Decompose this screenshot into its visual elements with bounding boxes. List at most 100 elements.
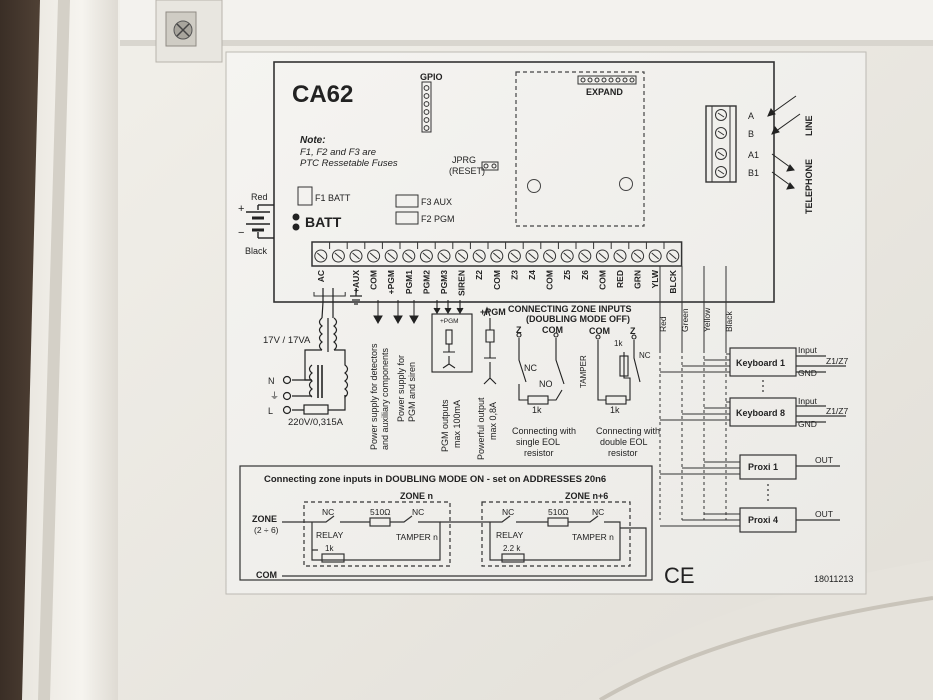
terminal-screw-slot	[580, 252, 589, 260]
doubling-r510-2: 510Ω	[548, 507, 569, 517]
pgm-box-label: +PGM	[440, 318, 459, 325]
terminal-screw-slot	[545, 252, 554, 260]
terminal-screw-slot	[598, 252, 607, 260]
zone-inputs-title-2: (DOUBLING MODE OFF)	[526, 314, 630, 324]
pgm-supply-2: PGM and siren	[407, 362, 417, 422]
terminal-screw	[402, 249, 416, 263]
mains-l: L	[268, 406, 273, 416]
terminal-screw-slot	[616, 252, 624, 260]
doubling-zone-label: ZONE	[252, 514, 277, 524]
terminal-screw	[578, 249, 592, 263]
jumper-label-1: JPRG	[452, 155, 476, 165]
single-z: Z	[516, 325, 522, 335]
terminal-screw-slot	[352, 252, 360, 260]
doubling-com: COM	[256, 570, 277, 580]
terminal-screw-slot	[457, 252, 466, 260]
line-label: LINE	[804, 115, 814, 136]
terminal-screw-slot	[633, 252, 642, 260]
terminal-screw	[384, 249, 398, 263]
main-board	[273, 61, 775, 303]
single-eol-1: Connecting with	[512, 426, 576, 436]
phone-terminal-block	[705, 105, 737, 183]
module-boxes	[729, 347, 846, 533]
terminal-label: BLCK	[668, 269, 678, 293]
doubling-zone-n: ZONE n	[400, 491, 433, 501]
terminal-label: PGM2	[421, 270, 431, 294]
terminal-label: COM	[492, 270, 502, 290]
powerful-output-1: Powerful output	[476, 397, 486, 460]
terminal-label: Z4	[527, 270, 537, 280]
phone-arrows	[767, 95, 801, 190]
telephone-label: TELEPHONE	[804, 159, 814, 214]
terminal-label: PGM1	[404, 270, 414, 294]
module-keyboard-8: Keyboard 8	[736, 408, 785, 418]
terminal-screw-slot	[387, 252, 396, 260]
note-line-1: F1, F2 and F3 are	[300, 147, 376, 158]
terminal-label: Z3	[509, 270, 519, 280]
gpio-label: GPIO	[420, 72, 443, 82]
module-keyboard-8-gnd: GND	[798, 419, 817, 429]
terminal-label: +AUX	[351, 270, 361, 293]
terminal-screw-slot	[316, 252, 325, 260]
terminal-screw	[560, 249, 574, 263]
phone-a: A	[748, 111, 754, 121]
terminal-screw	[437, 249, 451, 263]
doubling-nc-3: NC	[502, 507, 514, 517]
terminal-screw	[648, 249, 662, 263]
mains-n: N	[268, 376, 275, 386]
bus-wires	[659, 266, 740, 527]
doubling-tamper-2: TAMPER n	[572, 532, 614, 542]
module-proxi-4-out: OUT	[815, 509, 833, 519]
terminal-screw-slot	[475, 252, 484, 260]
terminal-screw	[455, 249, 469, 263]
pgm-supply-1: Power supply for	[396, 355, 406, 422]
terminal-label: Z2	[474, 270, 484, 280]
plus-pgm-label: +PGM	[480, 307, 506, 317]
pgm-outputs-1: PGM outputs	[440, 399, 450, 452]
module-keyboard-8-input: Input	[798, 396, 818, 406]
bus-black: Black	[724, 310, 734, 332]
jumper-label-2: (RESET)	[449, 166, 485, 176]
terminal-screw	[666, 249, 680, 263]
terminal-screw-slot	[563, 252, 572, 260]
doubling-relay-1: RELAY	[316, 530, 344, 540]
terminal-screw	[631, 249, 645, 263]
terminal-label: RED	[615, 270, 625, 288]
doubling-nc-4: NC	[592, 507, 604, 517]
transformer-rating: 17V / 17VA	[263, 335, 311, 346]
label-sticker	[225, 51, 867, 595]
terminal-label: COM	[545, 270, 555, 290]
doubling-r22k: 2.2 k	[503, 544, 521, 553]
single-no: NO	[539, 379, 553, 389]
terminal-screw-slot	[492, 252, 501, 260]
bus-yellow: Yellow	[702, 307, 712, 332]
terminal-screw	[314, 249, 328, 263]
terminal-strip	[311, 241, 683, 267]
aux-supply-1: Power supply for detectors	[369, 343, 379, 450]
ce-mark: CE	[664, 563, 695, 588]
bus-green: Green	[680, 308, 690, 332]
module-keyboard-1-zone: Z1/Z7	[826, 356, 848, 366]
terminal-label: Z5	[562, 270, 572, 280]
terminal-screw-slot	[668, 252, 677, 260]
note-title: Note:	[300, 135, 326, 146]
terminal-screw-slot	[651, 252, 660, 260]
gpio-header	[421, 81, 432, 133]
terminal-screw	[331, 249, 345, 263]
module-keyboard-8-zone: Z1/Z7	[826, 406, 848, 416]
doubling-title: Connecting zone inputs in DOUBLING MODE …	[264, 474, 606, 485]
double-1k-top: 1k	[614, 339, 623, 348]
doubling-r1k: 1k	[325, 544, 334, 553]
module-proxi-1-out: OUT	[815, 455, 833, 465]
battery-black: Black	[245, 246, 268, 256]
model-title: CA62	[292, 81, 353, 108]
terminal-screw	[613, 249, 627, 263]
fuse-rating: 220V/0,315A	[288, 417, 344, 428]
module-proxi-4: Proxi 4	[748, 515, 778, 525]
terminal-screw	[507, 249, 521, 263]
terminal-screw	[349, 249, 363, 263]
powerful-output-2: max 0,8A	[488, 402, 498, 440]
double-1k-bottom: 1k	[610, 405, 620, 415]
